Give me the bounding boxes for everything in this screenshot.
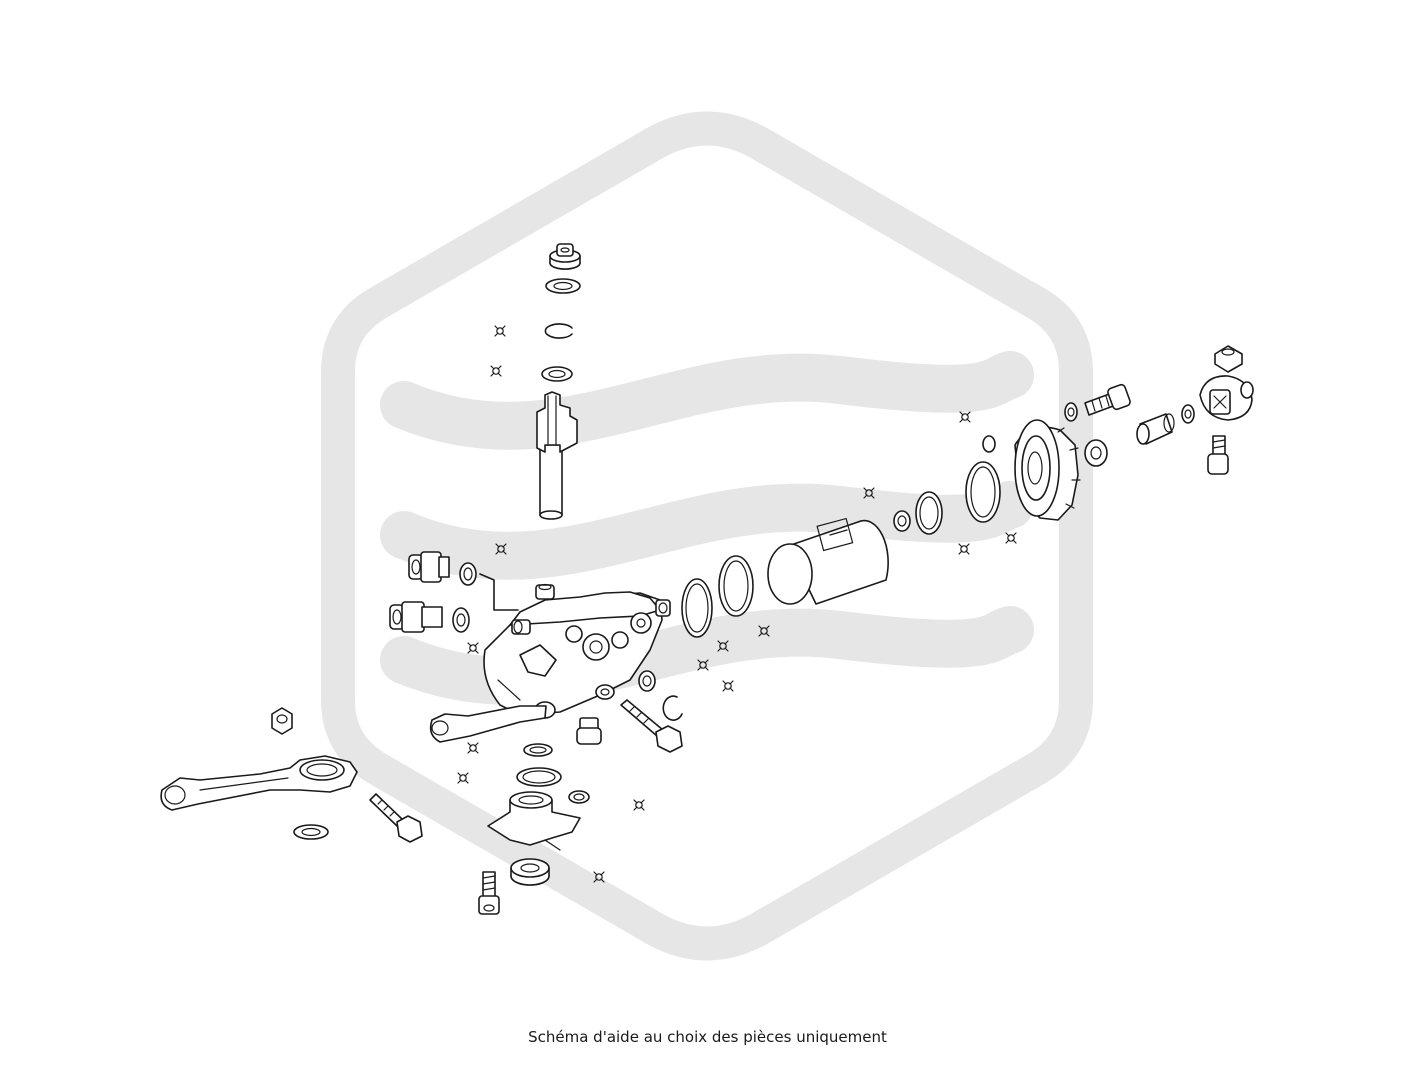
copper-washer xyxy=(459,562,477,586)
roller-bearing xyxy=(510,858,550,886)
small-washer xyxy=(893,510,911,532)
washer xyxy=(638,670,656,692)
snap-ring xyxy=(544,323,573,339)
washer xyxy=(1064,402,1078,422)
o-ring-4 xyxy=(965,461,1001,523)
circlip xyxy=(662,695,683,721)
clip-icon xyxy=(958,543,970,555)
clip-icon xyxy=(457,772,469,784)
piston-cylinder xyxy=(767,517,889,605)
diagram-caption: Schéma d'aide au choix des pièces unique… xyxy=(528,1028,887,1046)
gear-housing xyxy=(483,583,663,719)
clip-icon xyxy=(494,325,506,337)
washer-small xyxy=(1181,404,1195,424)
clip-icon xyxy=(1005,532,1017,544)
hex-nut xyxy=(271,707,293,735)
piston-assembly xyxy=(681,435,1001,638)
watermark-logo-icon xyxy=(321,111,1093,961)
fitting-bolt xyxy=(655,599,671,617)
flange-nut-right xyxy=(1214,345,1243,373)
drain-plug xyxy=(576,717,602,745)
clip-icon xyxy=(633,799,645,811)
small-o-ring xyxy=(568,790,590,804)
socket-cap-screw xyxy=(1084,383,1131,416)
pitman-arm-lower xyxy=(160,755,358,811)
input-shaft-assembly xyxy=(536,243,581,520)
valve-body xyxy=(487,791,581,851)
end-cover xyxy=(1014,419,1081,521)
end-cover-assembly xyxy=(1014,345,1254,521)
o-ring-2 xyxy=(718,555,754,617)
leader-line xyxy=(479,573,519,611)
copper-washer xyxy=(452,607,470,633)
fitting-lower xyxy=(389,601,443,633)
left-linkage xyxy=(160,707,423,843)
long-bolt xyxy=(620,699,683,753)
universal-joint xyxy=(1199,375,1254,421)
clip-icon xyxy=(593,871,605,883)
worm-shaft xyxy=(536,391,578,520)
fitting-upper xyxy=(408,551,450,583)
socket-cap-screw-right xyxy=(1207,435,1229,475)
clip-icon xyxy=(722,680,734,692)
spring-washer xyxy=(293,824,329,840)
seal-ring xyxy=(541,366,573,382)
socket-head-bolt-lower xyxy=(478,871,500,915)
clip-icon xyxy=(959,411,971,423)
coupling-sleeve xyxy=(1136,413,1175,445)
o-ring xyxy=(523,743,553,757)
clip-icon xyxy=(467,642,479,654)
pitman-arm-upper xyxy=(429,705,547,743)
flange-nut xyxy=(549,243,581,270)
clip-icon xyxy=(490,365,502,377)
tiny-ring xyxy=(982,435,996,453)
clip-icon xyxy=(467,742,479,754)
hex-bolt xyxy=(369,793,423,843)
lower-components xyxy=(478,717,602,915)
hydraulic-fittings xyxy=(389,551,519,633)
housing-hardware xyxy=(620,599,683,753)
lock-washer xyxy=(545,278,581,294)
bushing xyxy=(1084,439,1108,467)
o-ring-1 xyxy=(681,578,713,638)
